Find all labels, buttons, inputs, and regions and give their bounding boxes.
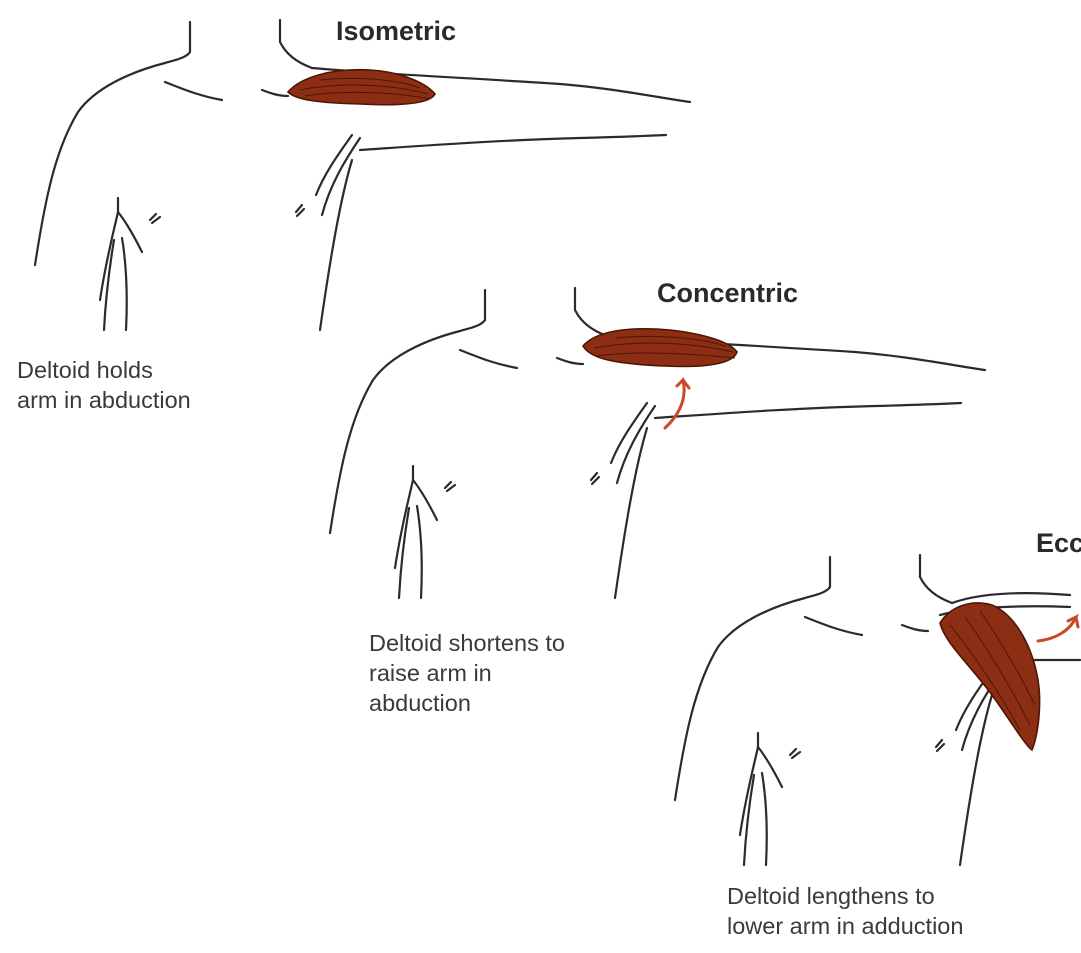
isometric-caption: Deltoid holds arm in abduction bbox=[17, 355, 191, 415]
concentric-torso-drawing bbox=[330, 288, 985, 598]
isometric-torso-drawing bbox=[35, 20, 690, 330]
caption-line: Deltoid holds bbox=[17, 355, 191, 385]
concentric-caption: Deltoid shortens to raise arm in abducti… bbox=[369, 628, 565, 718]
caption-line: abduction bbox=[369, 688, 565, 718]
deltoid-muscle bbox=[583, 329, 737, 367]
caption-line: arm in abduction bbox=[17, 385, 191, 415]
eccentric-title: Ecc bbox=[1036, 528, 1081, 559]
motion-arrow bbox=[665, 380, 689, 428]
eccentric-caption: Deltoid lengthens to lower arm in adduct… bbox=[727, 881, 963, 941]
concentric-title: Concentric bbox=[657, 278, 798, 309]
eccentric-torso-drawing bbox=[675, 555, 1080, 865]
isometric-title: Isometric bbox=[336, 16, 456, 47]
caption-line: raise arm in bbox=[369, 658, 565, 688]
caption-line: Deltoid shortens to bbox=[369, 628, 565, 658]
caption-line: lower arm in adduction bbox=[727, 911, 963, 941]
motion-arrow bbox=[1038, 617, 1078, 641]
caption-line: Deltoid lengthens to bbox=[727, 881, 963, 911]
